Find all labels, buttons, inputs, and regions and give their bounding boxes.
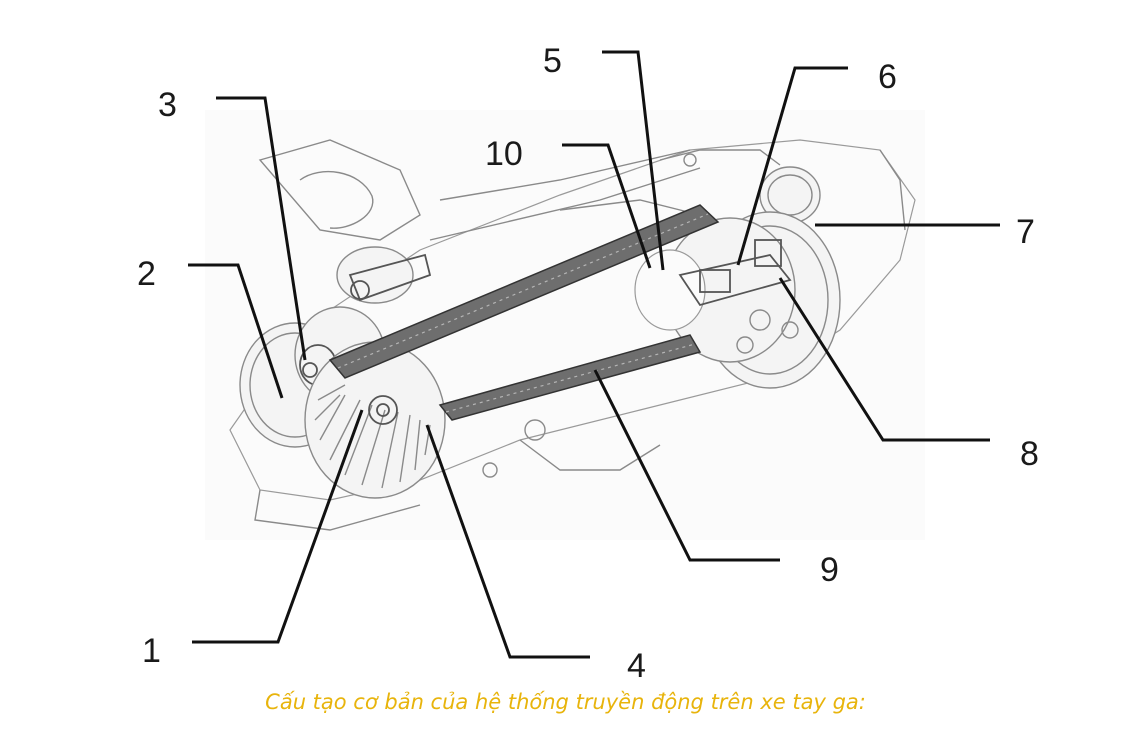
leader-8	[778, 277, 990, 442]
label-5: 5	[543, 42, 562, 80]
leader-lines	[188, 50, 1000, 659]
callout-labels: 1 2 3 4 5 6 7 8 9 10	[137, 42, 1039, 685]
label-6: 6	[878, 58, 897, 96]
label-8: 8	[1020, 435, 1039, 473]
leader-6	[736, 66, 848, 266]
leader-10	[562, 143, 652, 269]
label-10: 10	[485, 135, 523, 173]
label-4: 4	[627, 647, 646, 685]
label-3: 3	[158, 86, 177, 124]
label-7: 7	[1016, 213, 1035, 251]
v-belt	[328, 204, 720, 421]
leader-3	[216, 96, 307, 361]
leader-9	[593, 369, 780, 562]
leader-5	[602, 50, 665, 271]
leader-4	[425, 424, 590, 659]
label-2: 2	[137, 255, 156, 293]
label-9: 9	[820, 551, 839, 589]
leader-2	[188, 263, 284, 399]
upper-gear	[336, 246, 432, 304]
leader-1	[192, 409, 364, 644]
label-1: 1	[142, 632, 161, 670]
figure-caption: Cấu tạo cơ bản của hệ thống truyền động …	[265, 690, 866, 714]
driven-pulley-assembly	[634, 211, 841, 389]
